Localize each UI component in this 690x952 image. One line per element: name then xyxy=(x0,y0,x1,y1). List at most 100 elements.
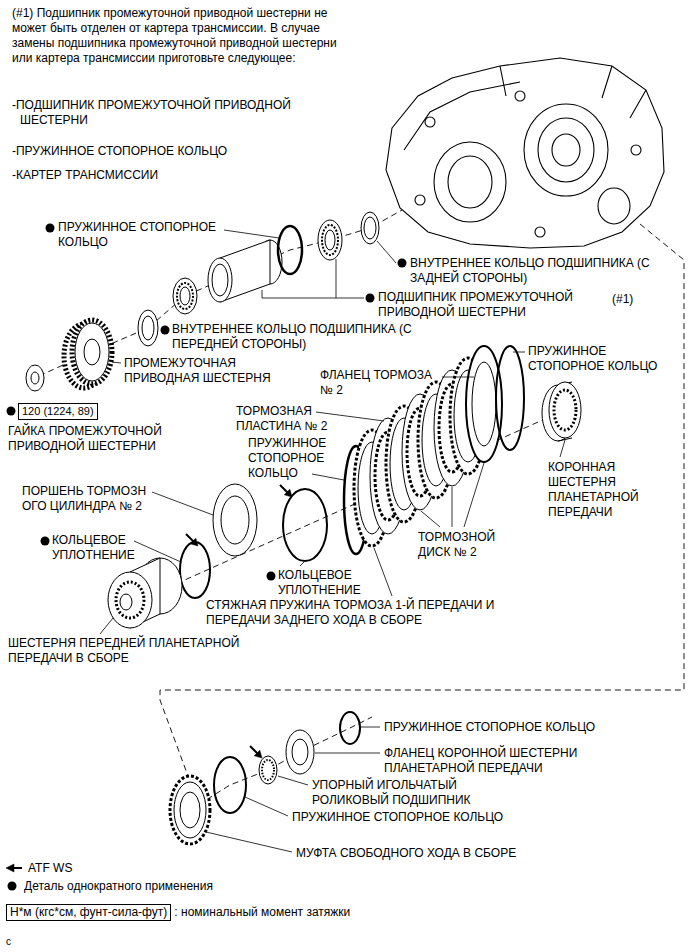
planetary-parts xyxy=(180,542,210,598)
leader-line xyxy=(278,776,308,785)
part-label: ПРУЖИННОЕ СТОПОРНОЕ КОЛЬЦО xyxy=(58,220,216,249)
planetary-parts xyxy=(221,496,249,544)
atf-arrow xyxy=(280,485,288,493)
planetary-parts xyxy=(283,489,327,561)
planetary-parts xyxy=(120,594,132,610)
legend-item: Деталь однократного применения xyxy=(24,879,213,894)
leader-line xyxy=(513,352,525,353)
label-box: КОЛЬЦЕВОЕ УПЛОТНЕНИЕ xyxy=(278,568,383,598)
part-label: : номинальный момент затяжки xyxy=(174,905,350,919)
label-box: ФЛАНЕЦ ТОРМОЗА № 2 xyxy=(320,368,445,398)
planetary-parts xyxy=(108,572,152,628)
one-way-clutch-parts xyxy=(340,712,360,744)
single-use-dot xyxy=(7,407,16,416)
label-box: СТЯЖНАЯ ПРУЖИНА ТОРМОЗА 1-Й ПЕРЕДАЧИ И П… xyxy=(206,598,516,628)
label-box: ШЕСТЕРНЯ ПЕРЕДНЕЙ ПЛАНЕТАРНОЙ ПЕРЕДАЧИ В… xyxy=(8,636,268,666)
part-label: ГАЙКА ПРОМЕЖУТОЧНОЙ ПРИВОДНОЙ ШЕСТЕРНИ xyxy=(8,424,162,453)
label-box: -ПРУЖИННОЕ СТОПОРНОЕ КОЛЬЦО xyxy=(12,144,312,159)
part-label: КОЛЬЦЕВОЕ УПЛОТНЕНИЕ xyxy=(278,568,361,597)
label-box: КОЛЬЦЕВОЕ УПЛОТНЕНИЕ xyxy=(52,533,157,563)
label-box: ПРУЖИННОЕ СТОПОРНОЕ КОЛЬЦО xyxy=(528,344,678,374)
value-box: 120 (1224, 89) xyxy=(18,403,98,420)
assembly-axis xyxy=(160,224,684,776)
atf-arrow xyxy=(250,746,258,754)
single-use-dot xyxy=(46,224,55,233)
label-box: ВНУТРЕННЕЕ КОЛЬЦО ПОДШИПНИКА (С ПЕРЕДНЕЙ… xyxy=(172,322,417,352)
idler-gear-parts xyxy=(177,283,193,309)
single-use-dot xyxy=(161,326,170,335)
part-label: ПРУЖИННОЕ СТОПОРНОЕ КОЛЬЦО xyxy=(248,436,326,480)
label-box: ПОРШЕНЬ ТОРМОЗН ОГО ЦИЛИНДРА № 2 xyxy=(22,484,162,514)
label-box: (#1) Подшипник промежуточной приводной ш… xyxy=(12,6,347,66)
part-label: (#1) xyxy=(612,292,633,306)
one-way-clutch-parts xyxy=(174,782,206,838)
leader-line xyxy=(560,440,565,457)
assembly-axis xyxy=(30,210,402,380)
note-text: (#1) Подшипник промежуточной приводной ш… xyxy=(12,6,337,65)
one-way-clutch-parts xyxy=(262,760,274,780)
leader-line xyxy=(262,259,364,298)
idler-gear-parts xyxy=(75,323,109,381)
idler-gear-parts xyxy=(180,287,190,305)
part-label: ФЛАНЕЦ ТОРМОЗА № 2 xyxy=(320,368,432,397)
transmission-case xyxy=(535,227,545,237)
label-box: МУФТА СВОБОДНОГО ХОДА В СБОРЕ xyxy=(296,846,596,861)
leader-line xyxy=(134,541,181,562)
leader-line xyxy=(112,362,121,363)
label-box: ТОРМОЗНОЙ ДИСК № 2 xyxy=(418,530,513,560)
transmission-case xyxy=(631,145,641,155)
transmission-case xyxy=(524,104,608,196)
legend-sample xyxy=(6,864,22,891)
single-use-dot xyxy=(267,572,276,581)
leader-line xyxy=(421,463,484,527)
transmission-case xyxy=(386,58,664,248)
label-box: ФЛАНЕЦ КОРОННОЙ ШЕСТЕРНИ ПЛАНЕТАРНОЙ ПЕР… xyxy=(384,746,634,776)
atf-arrow xyxy=(190,538,198,546)
label-box: ПРУЖИННОЕ СТОПОРНОЕ КОЛЬЦО xyxy=(384,720,684,735)
idler-gear-parts xyxy=(26,365,44,391)
one-way-clutch-parts xyxy=(286,730,314,774)
box-text: Н*м (кгс*см, фунт-сила-фут) xyxy=(10,905,167,919)
single-use-dot xyxy=(41,537,50,546)
idler-gear-parts xyxy=(72,320,112,384)
atf-arrow xyxy=(254,750,262,758)
value-box: Н*м (кгс*см, фунт-сила-фут) xyxy=(6,904,171,921)
part-label: ВНУТРЕННЕЕ КОЛЬЦО ПОДШИПНИКА (С ПЕРЕДНЕЙ… xyxy=(172,322,412,351)
transmission-case xyxy=(598,188,630,224)
part-label: КОРОННАЯ ШЕСТЕРНЯ ПЛАНЕТАРНОЙ ПЕРЕДАЧИ xyxy=(548,460,639,519)
one-way-clutch-parts xyxy=(180,792,200,828)
part-label: СТЯЖНАЯ ПРУЖИНА ТОРМОЗА 1-Й ПЕРЕДАЧИ И П… xyxy=(206,598,494,627)
label-box: -ПОДШИПНИК ПРОМЕЖУТОЧНОЙ ПРИВОДНОЙ ШЕСТЕ… xyxy=(12,98,312,128)
legend-text: Деталь однократного применения xyxy=(24,879,213,893)
label-box: ПРУЖИННОЕ СТОПОРНОЕ КОЛЬЦО xyxy=(292,810,592,825)
leader-line xyxy=(374,548,392,596)
single-use-dot xyxy=(366,294,375,303)
brake-pack xyxy=(549,382,581,438)
idler-gear-parts xyxy=(26,212,379,391)
legend-text: ATF WS xyxy=(28,861,72,875)
transmission-case xyxy=(415,195,425,205)
idler-gear-parts xyxy=(138,310,158,346)
part-label: c xyxy=(6,936,11,947)
leader-line xyxy=(206,832,292,852)
idler-gear-parts xyxy=(84,339,100,365)
part-label: УПОРНЫЙ ИГОЛЬЧАТЫЙ РОЛИКОВЫЙ ПОДШИПНИК xyxy=(312,778,471,807)
transmission-case xyxy=(425,117,435,127)
box-text: 120 (1224, 89) xyxy=(22,405,94,417)
one-way-clutch-parts xyxy=(170,776,210,844)
label-box: ВНУТРЕННЕЕ КОЛЬЦО ПОДШИПНИКА (С ЗАДНЕЙ С… xyxy=(410,256,655,286)
part-label: КОЛЬЦЕВОЕ УПЛОТНЕНИЕ xyxy=(52,533,135,562)
idler-gear-parts xyxy=(31,372,39,384)
transmission-case xyxy=(386,58,664,248)
label-box: -КАРТЕР ТРАНСМИССИИ xyxy=(12,168,312,183)
part-label: ТОРМОЗНАЯ ПЛАСТИНА № 2 xyxy=(236,404,327,433)
part-label: ШЕСТЕРНЯ ПЕРЕДНЕЙ ПЛАНЕТАРНОЙ ПЕРЕДАЧИ В… xyxy=(8,636,239,665)
idler-gear-parts xyxy=(212,264,228,296)
planetary-parts xyxy=(116,582,144,618)
idler-gear-parts xyxy=(361,212,379,244)
legend-sample xyxy=(6,864,14,872)
one-way-clutch-parts xyxy=(292,739,308,765)
part-label: ПРУЖИННОЕ СТОПОРНОЕ КОЛЬЦО xyxy=(292,810,503,824)
part-label: -КАРТЕР ТРАНСМИССИИ xyxy=(12,168,158,182)
